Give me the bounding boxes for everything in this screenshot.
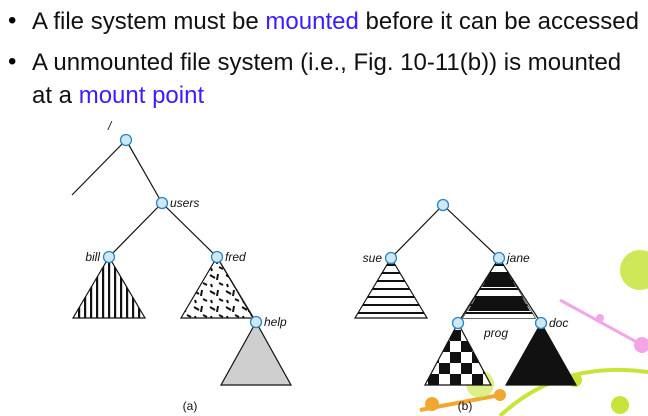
bill-label: bill bbox=[85, 250, 100, 264]
tree-a: / users bill fred help (a) bbox=[71, 119, 293, 413]
tree-b: sue jane prog doc (b) bbox=[353, 198, 578, 413]
fred-subtree bbox=[179, 255, 255, 319]
bullet-1: A file system must be mounted before it … bbox=[32, 6, 639, 37]
jane-node bbox=[492, 251, 506, 265]
doc-node bbox=[534, 316, 548, 330]
users-node bbox=[155, 196, 169, 210]
bullet-1-highlight: mounted bbox=[265, 8, 359, 35]
bullet-2-line-2: at a mount point bbox=[32, 80, 204, 111]
caption-a: (a) bbox=[183, 399, 198, 413]
caption-b: (b) bbox=[458, 399, 473, 413]
doc-label: doc bbox=[549, 316, 568, 330]
bullet-2-text: A unmounted file system (i.e., Fig. 10-1… bbox=[32, 49, 622, 76]
doc-subtree bbox=[504, 321, 578, 386]
root-node bbox=[119, 133, 133, 147]
bill-node bbox=[102, 250, 116, 264]
help-node bbox=[249, 315, 263, 329]
bullet-marker-2: • bbox=[8, 48, 17, 75]
help-subtree bbox=[219, 320, 293, 386]
prog-label: prog bbox=[483, 326, 508, 340]
root-label: / bbox=[107, 119, 113, 133]
users-label: users bbox=[170, 196, 199, 210]
fred-label: fred bbox=[225, 250, 246, 264]
bill-subtree bbox=[71, 255, 147, 319]
b-root-node bbox=[436, 198, 450, 212]
sue-node bbox=[384, 251, 398, 265]
fred-node bbox=[210, 250, 224, 264]
bullet-2-line-1: A unmounted file system (i.e., Fig. 10-1… bbox=[32, 47, 621, 78]
sue-label: sue bbox=[363, 251, 383, 265]
bullet-1-text-end: before it can be accessed bbox=[358, 8, 639, 35]
sue-subtree bbox=[353, 256, 429, 319]
bullet-2-highlight: mount point bbox=[78, 82, 205, 109]
bullet-1-text: A file system must be bbox=[32, 8, 266, 35]
prog-node bbox=[451, 316, 465, 330]
bullet-marker-1: • bbox=[8, 7, 17, 34]
jane-label: jane bbox=[505, 251, 530, 265]
help-label: help bbox=[264, 315, 287, 329]
bullet-2-text-2: at a bbox=[32, 82, 79, 109]
